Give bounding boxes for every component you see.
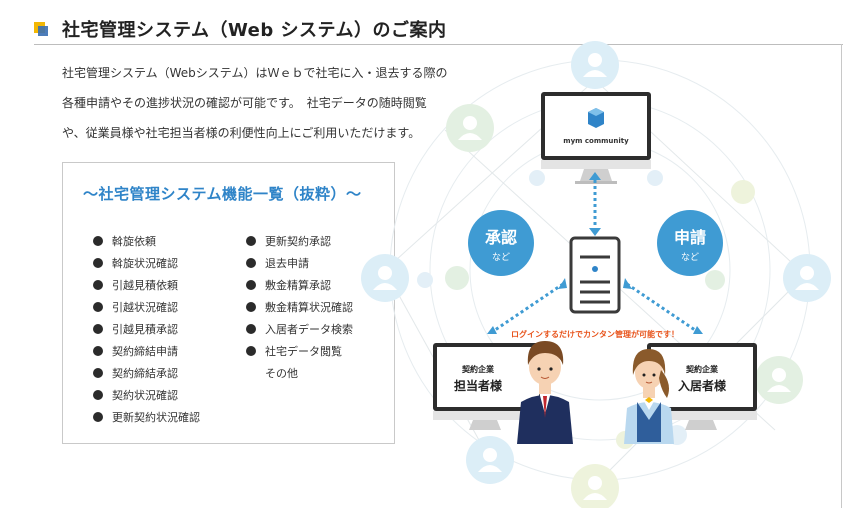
bullet-icon	[93, 390, 103, 400]
female-staff-figure	[624, 349, 674, 444]
function-item: 引越状況確認	[93, 296, 200, 318]
login-caption: ログインするだけでカンタン管理が可能です！	[511, 329, 679, 339]
bullet-icon	[93, 258, 103, 268]
function-item: 入居者データ検索	[246, 318, 353, 340]
function-item: 敷金精算状況確認	[246, 296, 353, 318]
apply-badge: 申請 など	[657, 210, 723, 276]
bullet-icon	[246, 236, 256, 246]
function-item: 斡旋依頼	[93, 230, 200, 252]
right-border	[841, 44, 842, 508]
connection-arrows	[494, 180, 696, 332]
function-list-right: 更新契約承認 退去申請 敷金精算承認 敷金精算状況確認 入居者データ検索 社宅デ…	[246, 230, 353, 384]
male-staff-figure	[517, 341, 573, 444]
function-item: 引越見積依頼	[93, 274, 200, 296]
person-icon-green	[571, 464, 619, 508]
function-item: 斡旋状況確認	[93, 252, 200, 274]
person-icon-green	[755, 356, 803, 404]
apply-badge-label: 申請	[674, 228, 706, 247]
function-item: 敷金精算承認	[246, 274, 353, 296]
bullet-icon	[93, 280, 103, 290]
function-item: 更新契約承認	[246, 230, 353, 252]
approve-badge: 承認 など	[468, 210, 534, 276]
person-icon-blue	[783, 254, 831, 302]
function-list-left: 斡旋依頼 斡旋状況確認 引越見積依頼 引越状況確認 引越見積承認 契約締結申請 …	[93, 230, 200, 428]
left-monitor-line2: 担当者様	[454, 378, 503, 393]
right-monitor: 契約企業 入居者様	[647, 343, 757, 430]
page-title: 社宅管理システム（Web システム）のご案内	[62, 20, 447, 41]
approve-badge-sub: など	[492, 252, 510, 263]
function-item: その他	[265, 367, 298, 380]
function-item: 契約締結申請	[93, 340, 200, 362]
left-monitor-line1: 契約企業	[461, 364, 495, 374]
function-item: 退去申請	[246, 252, 353, 274]
top-monitor: mym community	[541, 92, 651, 184]
top-monitor-label: mym community	[563, 137, 629, 145]
bullet-icon	[246, 346, 256, 356]
right-monitor-line1: 契約企業	[685, 364, 719, 374]
apply-badge-sub: など	[681, 252, 699, 263]
bullet-icon	[93, 368, 103, 378]
bullet-icon	[246, 324, 256, 334]
bullet-icon	[93, 302, 103, 312]
bullet-icon	[246, 302, 256, 312]
function-item: 更新契約状況確認	[93, 406, 200, 428]
intro-line: や、従業員様や社宅担当者様の利便性向上にご利用いただけます。	[62, 126, 421, 140]
bullet-icon	[246, 258, 256, 268]
header-divider	[34, 44, 843, 45]
function-list-title: ～社宅管理システム機能一覧（抜粋）～	[83, 185, 362, 203]
person-icon-green	[446, 104, 494, 152]
bullet-icon	[93, 412, 103, 422]
intro-line: 社宅管理システム（Webシステム）はＷｅｂで社宅に入・退去する際の	[62, 66, 448, 80]
function-item: 契約状況確認	[93, 384, 200, 406]
person-icon-blue	[361, 254, 409, 302]
function-item: 引越見積承認	[93, 318, 200, 340]
arrow-heads	[487, 172, 703, 334]
intro-line: 各種申請やその進捗状況の確認が可能です。 社宅データの随時閲覧	[62, 96, 427, 110]
system-diagram: mym community	[355, 40, 843, 508]
bullet-icon	[93, 236, 103, 246]
bullet-icon	[93, 324, 103, 334]
function-list-box: ～社宅管理システム機能一覧（抜粋）～ 斡旋依頼 斡旋状況確認 引越見積依頼 引越…	[62, 162, 395, 444]
person-icon-blue	[466, 436, 514, 484]
approve-badge-label: 承認	[485, 228, 517, 247]
server-icon	[569, 236, 621, 314]
left-monitor: 契約企業 担当者様	[433, 343, 543, 430]
title-marker-icon	[34, 22, 48, 36]
bullet-icon	[93, 346, 103, 356]
function-item: 契約締結承認	[93, 362, 200, 384]
page-header: 社宅管理システム（Web システム）のご案内	[34, 14, 447, 44]
function-item: 社宅データ閲覧	[246, 340, 353, 362]
bullet-icon	[246, 280, 256, 290]
mym-logo-icon	[588, 108, 604, 128]
intro-text: 社宅管理システム（Webシステム）はＷｅｂで社宅に入・退去する際の 各種申請やそ…	[62, 58, 502, 148]
right-monitor-line2: 入居者様	[678, 378, 727, 393]
person-icon-blue	[571, 41, 619, 89]
